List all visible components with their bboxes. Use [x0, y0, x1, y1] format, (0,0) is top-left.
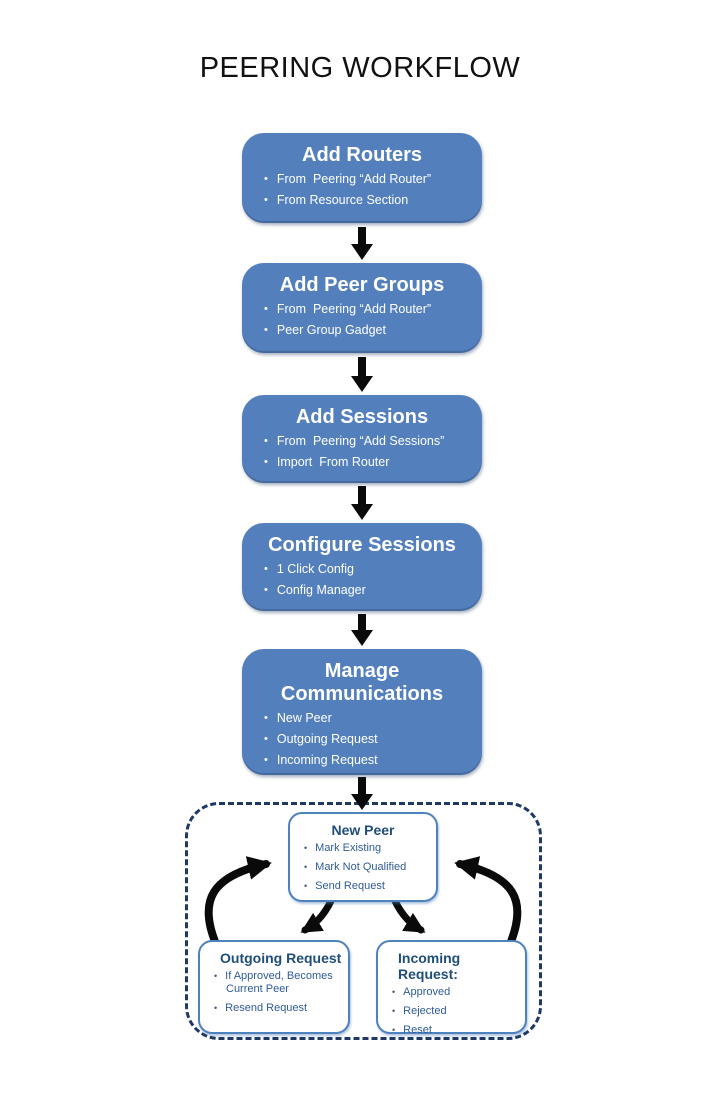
bullet-item: From Peering “Add Router”	[264, 302, 472, 317]
flow-box-title: Configure Sessions	[268, 534, 456, 556]
flow-box-title: Add Peer Groups	[279, 274, 445, 296]
bullet-item: New Peer	[264, 711, 472, 726]
detail-box-outgoing-request: Outgoing Request If Approved, Becomes Cu…	[198, 940, 350, 1034]
bullet-item: Incoming Request	[264, 753, 472, 768]
flow-box-title: Add Routers	[302, 144, 422, 166]
down-arrow-4	[351, 614, 373, 646]
detail-box-title: Incoming Request:	[398, 950, 461, 982]
bullet-item: Rejected	[392, 1005, 519, 1018]
flow-box-title: Add Sessions	[295, 406, 429, 428]
down-arrow-1	[351, 227, 373, 260]
detail-box-new-peer: New Peer Mark Existing Mark Not Qualifie…	[288, 812, 438, 902]
bullet-item: Config Manager	[264, 583, 472, 598]
detail-box-bullet-list: Approved Rejected Reset	[378, 986, 525, 1038]
flow-box-bullet-list: From Peering “Add Router” Peer Group Gad…	[242, 302, 482, 338]
down-arrow-2	[351, 357, 373, 392]
flow-box-bullet-list: From Peering “Add Sessions” Import From …	[242, 434, 482, 470]
detail-box-bullet-list: Mark Existing Mark Not Qualified Send Re…	[290, 842, 436, 894]
flow-box-add-routers: Add Routers From Peering “Add Router” Fr…	[242, 133, 482, 223]
down-arrow-3	[351, 486, 373, 520]
bullet-item: Import From Router	[264, 455, 472, 470]
flow-box-add-peer-groups: Add Peer Groups From Peering “Add Router…	[242, 263, 482, 353]
bullet-item: If Approved, Becomes Current Peer	[214, 970, 342, 996]
bullet-item: Outgoing Request	[264, 732, 472, 747]
bullet-item: From Peering “Add Sessions”	[264, 434, 472, 449]
flow-box-manage-communications: Manage Communications New Peer Outgoing …	[242, 649, 482, 775]
bullet-item: Mark Existing	[304, 842, 430, 855]
flow-box-title: Manage Communications	[280, 660, 444, 705]
detail-box-incoming-request: Incoming Request: Approved Rejected Rese…	[376, 940, 527, 1036]
bullet-item: Reset	[392, 1024, 519, 1037]
bullet-item: Resend Request	[214, 1002, 342, 1015]
bullet-item: Mark Not Qualified	[304, 861, 430, 874]
flow-box-bullet-list: 1 Click Config Config Manager	[242, 562, 482, 598]
flow-box-bullet-list: From Peering “Add Router” From Resource …	[242, 172, 482, 208]
detail-box-title: New Peer	[331, 822, 395, 838]
bullet-item: Approved	[392, 986, 519, 999]
bullet-item: Peer Group Gadget	[264, 323, 472, 338]
detail-box-title: Outgoing Request	[220, 950, 342, 966]
bullet-item: From Peering “Add Router”	[264, 172, 472, 187]
bullet-item: 1 Click Config	[264, 562, 472, 577]
flow-box-bullet-list: New Peer Outgoing Request Incoming Reque…	[242, 711, 482, 768]
flow-box-configure-sessions: Configure Sessions 1 Click Config Config…	[242, 523, 482, 611]
bullet-item: Send Request	[304, 880, 430, 893]
page-title: PEERING WORKFLOW	[199, 52, 521, 84]
bullet-item: From Resource Section	[264, 193, 472, 208]
flow-box-add-sessions: Add Sessions From Peering “Add Sessions”…	[242, 395, 482, 483]
detail-box-bullet-list: If Approved, Becomes Current Peer Resend…	[200, 970, 348, 1016]
